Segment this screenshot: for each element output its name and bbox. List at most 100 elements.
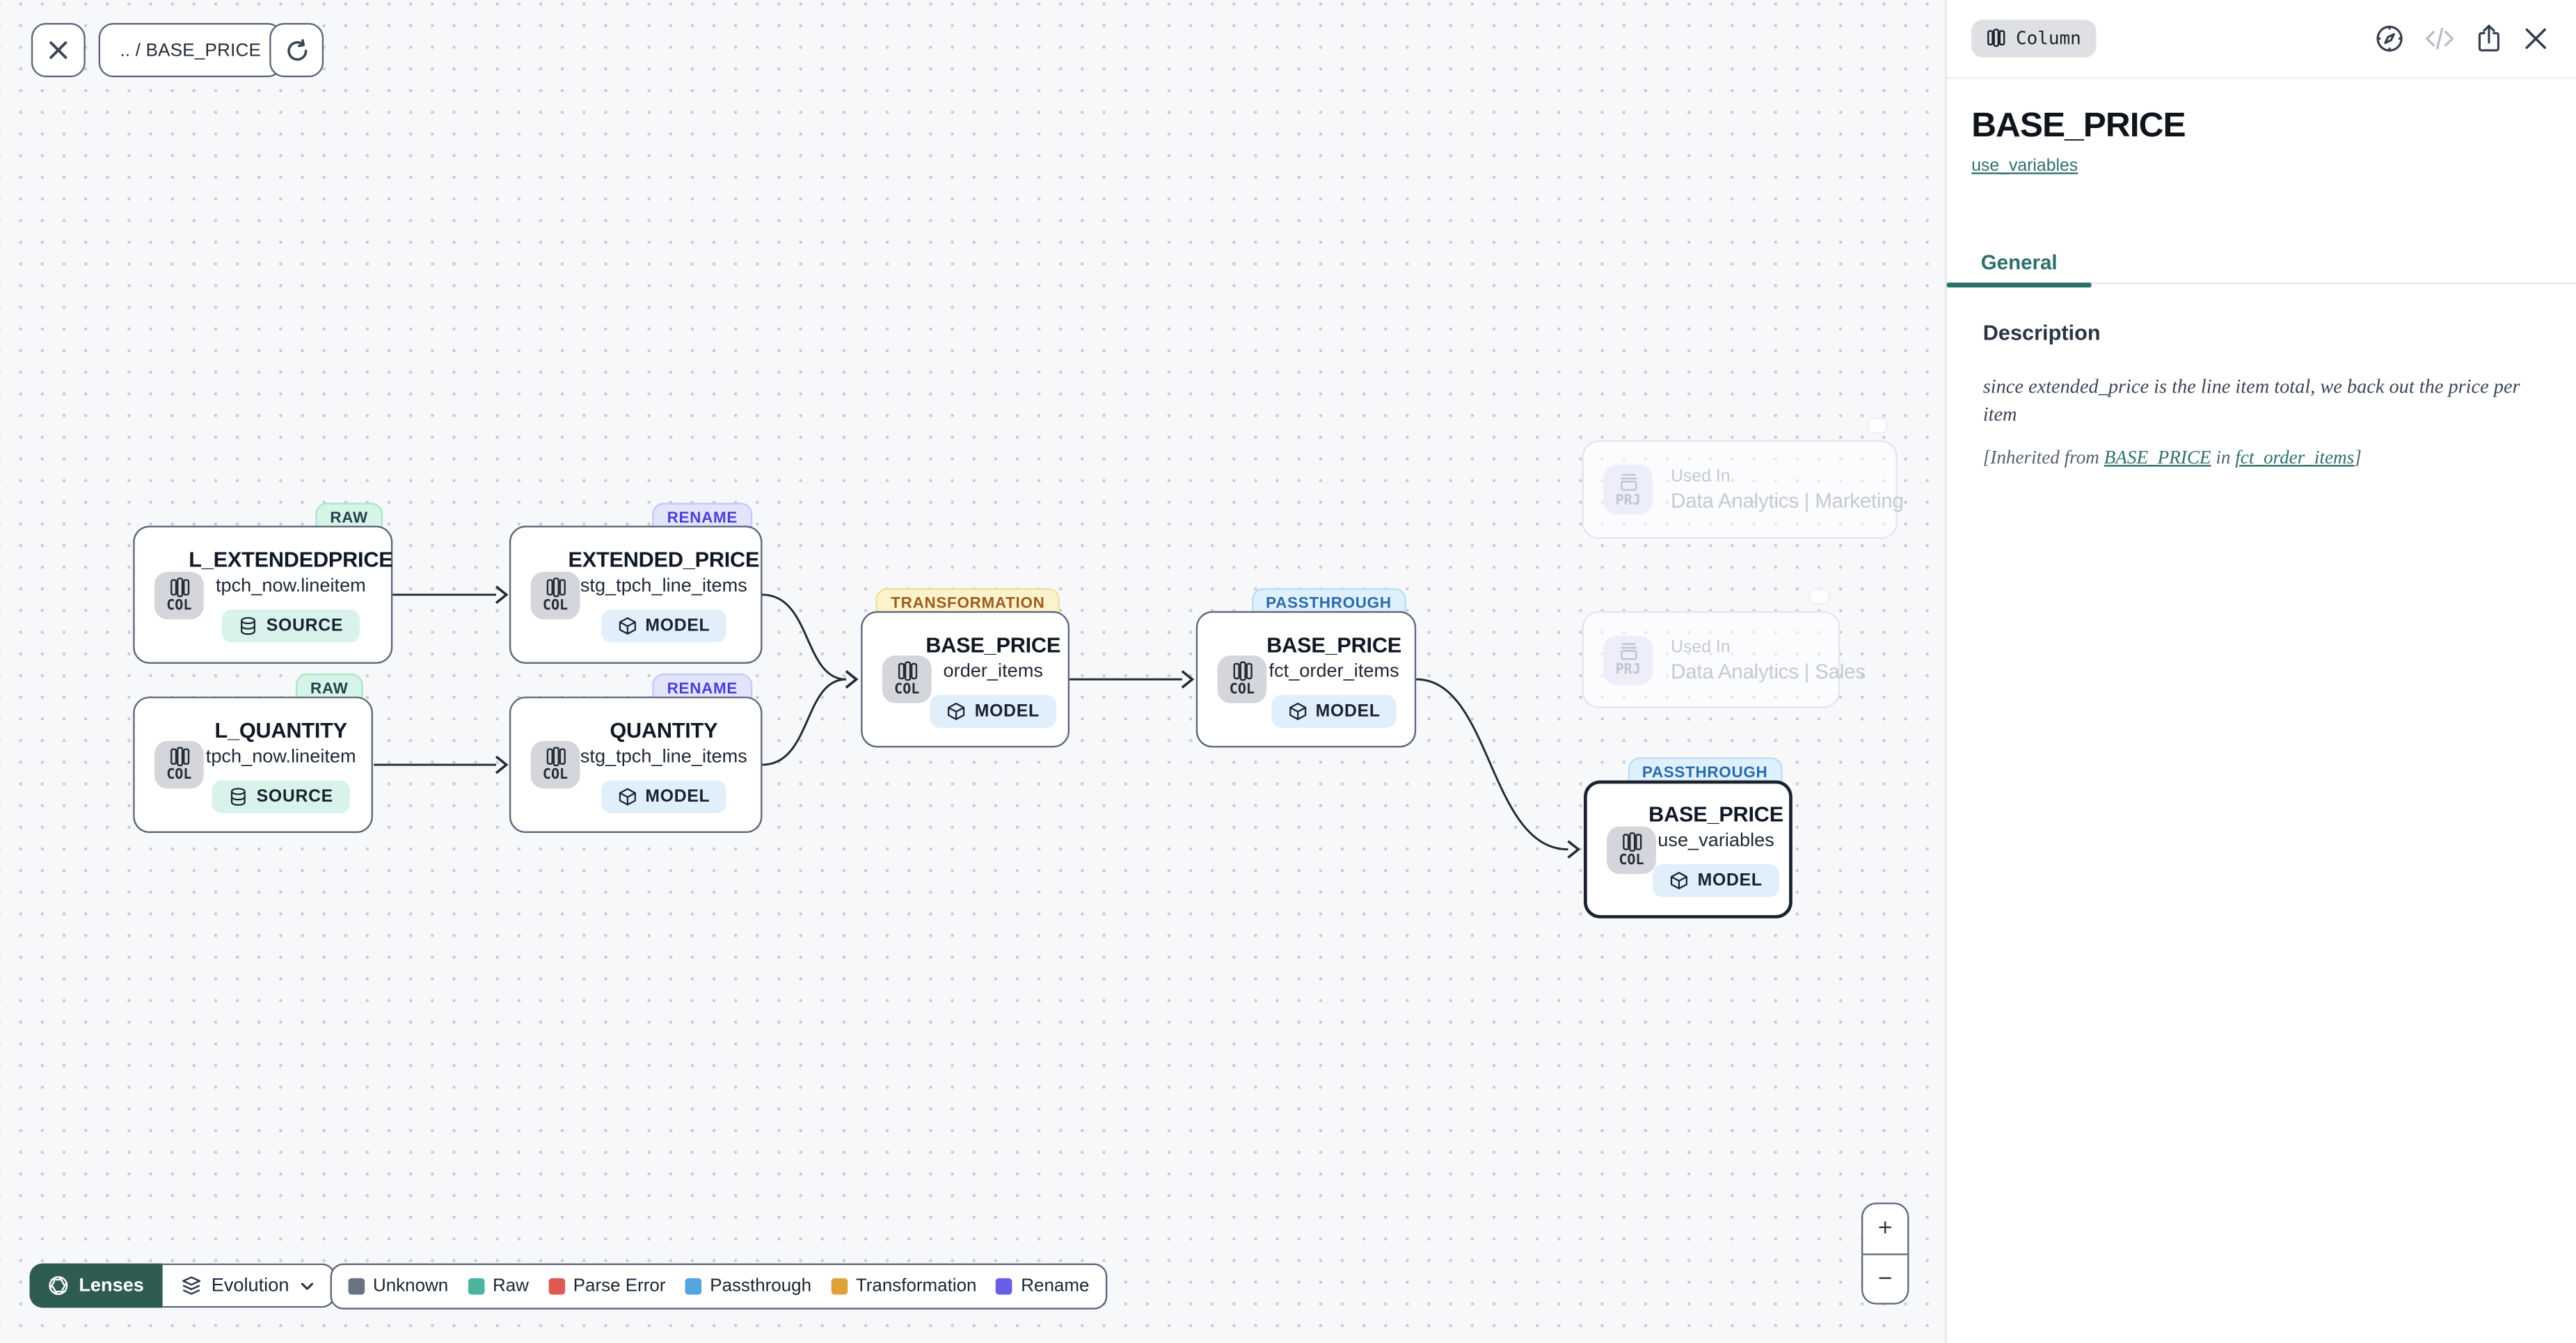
aperture-icon <box>49 1276 68 1295</box>
edge-fctorderitems-usevariables <box>1416 678 1581 859</box>
legend-swatch <box>468 1278 485 1295</box>
node-l-extendedprice[interactable]: RAW COL L_EXTENDEDPRICE tpch_now.lineite… <box>133 502 393 664</box>
node-kind-label: SOURCE <box>256 786 333 806</box>
node-kind-pill: MODEL <box>930 694 1056 727</box>
lens-mode-dropdown[interactable]: Evolution <box>161 1263 335 1308</box>
entity-type-badge: Column <box>1971 19 2097 58</box>
tab-general[interactable]: General <box>1946 241 2092 287</box>
lenses-button[interactable]: Lenses <box>29 1263 162 1308</box>
lineage-canvas[interactable]: .. / BASE_PRICE RAW COL L_EXTENDEDPRICE … <box>0 0 1946 1343</box>
breadcrumb[interactable]: .. / BASE_PRICE <box>98 23 283 77</box>
col-label: COL <box>1619 852 1644 869</box>
columns-icon <box>546 747 565 767</box>
ghost-used-in-label: Used In <box>1671 636 1731 657</box>
node-model: tpch_now.lineitem <box>215 576 366 597</box>
explore-lineage-button[interactable] <box>2374 22 2406 54</box>
edge-extendedprice-orderitems <box>762 594 859 689</box>
close-panel-button[interactable] <box>2522 24 2550 52</box>
col-label: COL <box>1229 682 1255 699</box>
ghost-badge <box>1866 417 1888 434</box>
node-model: fct_order_items <box>1269 661 1399 681</box>
legend-item-parse-error: Parse Error <box>548 1276 666 1296</box>
col-label: COL <box>542 597 569 614</box>
node-baseprice-fctorderitems[interactable]: PASSTHROUGH COL BASE_PRICE fct_order_ite… <box>1195 587 1417 748</box>
node-extendedprice[interactable]: RENAME COL EXTENDED_PRICE stg_tpch_line_… <box>509 502 763 664</box>
node-quantity[interactable]: RENAME COL QUANTITY stg_tpch_line_items … <box>509 672 763 834</box>
col-label: COL <box>542 768 569 784</box>
ghost-node-used-in-marketing[interactable]: PRJ Used In Data Analytics | Marketing <box>1582 417 1904 539</box>
node-kind-label: MODEL <box>1315 700 1381 721</box>
edge-quantity-orderitems <box>762 670 859 766</box>
legend-label: Passthrough <box>710 1276 812 1296</box>
legend-label: Raw <box>492 1276 529 1296</box>
node-title: BASE_PRICE <box>1648 802 1783 827</box>
node-title: QUANTITY <box>610 717 718 742</box>
column-type-tile: COL <box>1217 655 1267 704</box>
cube-icon <box>1671 872 1688 889</box>
ghost-project-name: Data Analytics | Marketing <box>1671 489 1904 513</box>
node-kind-label: MODEL <box>645 616 710 636</box>
close-icon <box>49 41 67 59</box>
col-label: COL <box>166 597 192 614</box>
node-baseprice-usevariables[interactable]: PASSTHROUGH COL BASE_PRICE use_variables… <box>1584 756 1792 919</box>
model-link[interactable]: use_variables <box>1971 155 2078 175</box>
code-icon <box>2426 27 2454 49</box>
inherited-prefix: [Inherited from <box>1982 447 2104 468</box>
node-model: tpch_now.lineitem <box>205 747 356 767</box>
columns-icon <box>1232 662 1252 681</box>
node-model: stg_tpch_line_items <box>580 747 747 767</box>
node-kind-pill: MODEL <box>601 779 727 813</box>
legend-item-unknown: Unknown <box>348 1276 449 1296</box>
compass-icon <box>2376 25 2403 51</box>
legend-swatch <box>548 1278 565 1295</box>
archive-icon <box>1620 643 1637 660</box>
ghost-badge <box>1808 588 1831 605</box>
close-icon <box>2525 28 2546 49</box>
legend-swatch <box>685 1278 702 1295</box>
inherited-column-link[interactable]: BASE_PRICE <box>2104 447 2211 468</box>
node-title: L_EXTENDEDPRICE <box>189 547 393 572</box>
zoom-in-button[interactable]: + <box>1863 1204 1908 1255</box>
columns-icon <box>169 577 189 597</box>
column-type-tile: COL <box>154 740 204 789</box>
node-kind-label: MODEL <box>1697 871 1763 891</box>
col-label: COL <box>894 682 920 699</box>
column-type-tile: COL <box>530 571 580 619</box>
legend-label: Transformation <box>855 1276 977 1296</box>
panel-tabs: General <box>1946 241 2576 287</box>
node-kind-label: MODEL <box>974 700 1040 721</box>
legend-swatch <box>996 1278 1013 1295</box>
column-type-tile: COL <box>530 740 580 789</box>
database-icon <box>241 617 256 635</box>
prj-label: PRJ <box>1615 662 1641 679</box>
col-label: COL <box>166 768 192 784</box>
entity-type-label: Column <box>2015 27 2081 49</box>
breadcrumb-label: .. / BASE_PRICE <box>120 40 262 61</box>
legend-item-passthrough: Passthrough <box>685 1276 811 1296</box>
zoom-out-button[interactable]: − <box>1863 1254 1908 1303</box>
archive-icon <box>1620 473 1637 491</box>
inherited-suffix: ] <box>2354 447 2362 468</box>
refresh-icon <box>287 38 307 60</box>
node-kind-pill: MODEL <box>1271 694 1397 727</box>
legend-item-transformation: Transformation <box>831 1276 977 1296</box>
node-l-quantity[interactable]: RAW COL L_QUANTITY tpch_now.lineitem SOU… <box>133 672 373 834</box>
legend-label: Parse Error <box>573 1276 666 1296</box>
column-type-tile: COL <box>154 571 204 619</box>
project-type-tile: PRJ <box>1603 635 1653 685</box>
ghost-node-used-in-sales[interactable]: PRJ Used In Data Analytics | Sales <box>1582 588 1866 708</box>
description-heading: Description <box>1982 319 2101 344</box>
lens-mode-label: Evolution <box>211 1276 289 1296</box>
share-button[interactable] <box>2474 22 2504 54</box>
node-kind-pill: MODEL <box>1653 864 1779 898</box>
legend-label: Unknown <box>372 1276 449 1296</box>
refresh-button[interactable] <box>269 23 324 77</box>
inherited-model-link[interactable]: fct_order_items <box>2235 447 2355 468</box>
close-lineage-button[interactable] <box>31 23 86 77</box>
node-kind-label: SOURCE <box>266 616 344 636</box>
columns-icon <box>897 662 916 681</box>
view-code-button[interactable] <box>2423 22 2456 54</box>
active-tab-indicator <box>1946 281 2092 287</box>
database-icon <box>231 787 246 805</box>
node-baseprice-orderitems[interactable]: TRANSFORMATION COL BASE_PRICE order_item… <box>861 587 1070 748</box>
